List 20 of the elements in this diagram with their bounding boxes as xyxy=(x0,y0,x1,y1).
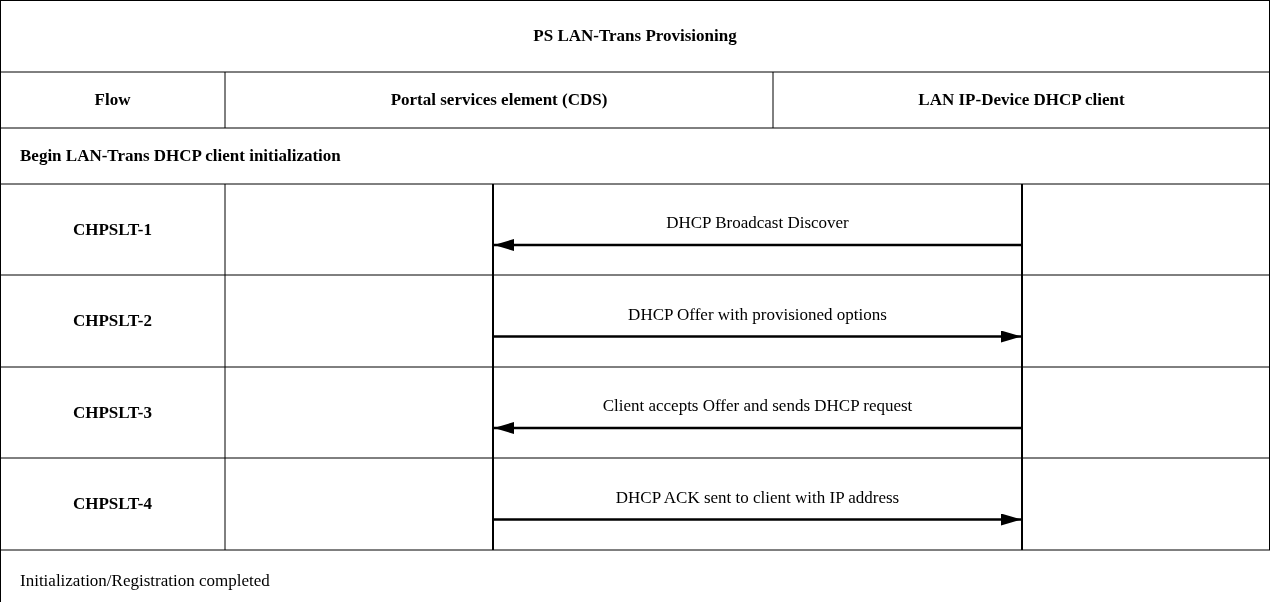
flow-step-label: CHPSLT-3 xyxy=(72,402,153,423)
section-heading: Begin LAN-Trans DHCP client initialization xyxy=(20,146,341,166)
lifeline xyxy=(1021,184,1023,550)
column-header: LAN IP-Device DHCP client xyxy=(918,90,1125,110)
flow-step-label: CHPSLT-2 xyxy=(72,311,153,331)
edge-label: DHCP Broadcast Discover xyxy=(666,213,849,233)
edge-label: DHCP ACK sent to client with IP address xyxy=(615,487,900,508)
table-title: PS LAN-Trans Provisioning xyxy=(533,26,737,46)
edge-label: DHCP Offer with provisioned options xyxy=(628,304,887,325)
arrow xyxy=(494,330,1021,343)
column-header: Flow xyxy=(94,90,131,110)
flow-step-label: CHPSLT-4 xyxy=(72,494,153,514)
lifeline xyxy=(492,184,494,550)
arrow xyxy=(494,513,1021,526)
column-header: Portal services element (CDS) xyxy=(390,90,608,110)
flow-step-label: CHPSLT-1 xyxy=(72,219,153,240)
arrow xyxy=(494,239,1021,251)
arrow xyxy=(494,422,1021,434)
status-note: Initialization/Registration completed xyxy=(20,571,270,591)
edge-label: Client accepts Offer and sends DHCP request xyxy=(602,396,913,416)
